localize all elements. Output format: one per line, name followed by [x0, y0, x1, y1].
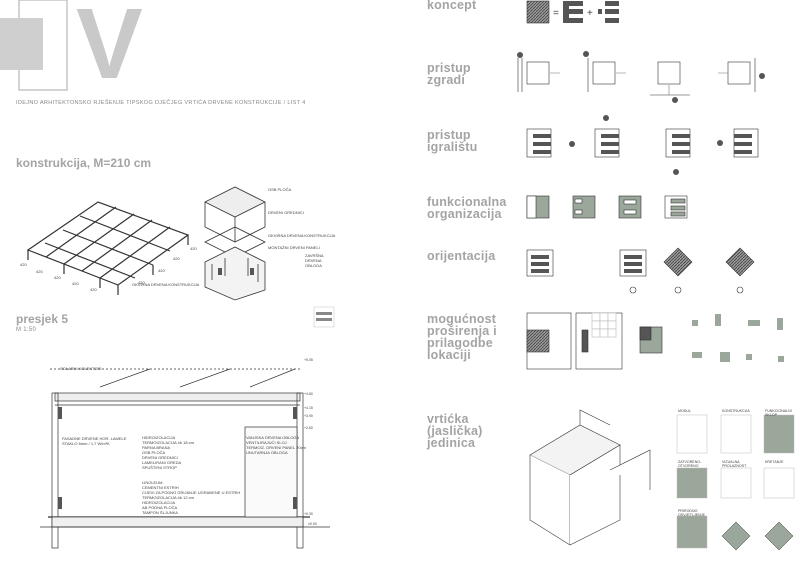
- heading-jedinica-2: (jaslička): [427, 424, 483, 438]
- note-mid-6: LAMELIRANI GREDA: [142, 460, 182, 465]
- note-left-1: FASADNE DRVENE HOR. LAMELE: [62, 436, 127, 441]
- grid-dim-8: 420: [173, 256, 180, 261]
- heading-funkcionalna-2: organizacija: [427, 207, 502, 221]
- note-mid-1: HIDROIZOLACIJA: [142, 435, 176, 440]
- level-3: +4.15: [304, 406, 313, 410]
- section-title: presjek 5: [16, 312, 69, 326]
- heading-jedinica-3: jedinica: [427, 436, 476, 450]
- layer-label-beams: DRVENI GREDNICI: [268, 210, 304, 215]
- construction-grid-drawing: 420 420 420 420 420 420 420 420 420: [20, 201, 197, 295]
- big-letter: V: [76, 0, 143, 100]
- heading-mogucnost-1: mogućnost: [427, 312, 497, 326]
- logo-frame-icon: [0, 0, 68, 91]
- heading-pristup-zgradi-2: zgradi: [427, 73, 466, 87]
- heading-mogucnost-3: prilagodbe: [427, 336, 493, 350]
- level-ground: ±0.00: [308, 522, 317, 526]
- logo-mark: [0, 0, 80, 95]
- level-top: +5.05: [304, 358, 313, 362]
- panel-label-modul: MODUL: [678, 409, 691, 413]
- level-4: +3.90: [304, 414, 313, 418]
- heading-pristup-zgradi: pristup zgradi: [427, 61, 471, 87]
- svg-text:+: +: [587, 8, 593, 19]
- grid-dim-2: 420: [36, 269, 43, 274]
- unit-panels: [676, 414, 795, 551]
- panel-label-funkcionalni: FUNKCIONALNI SKLOP: [765, 409, 792, 417]
- note-mid-4: OSB PLOČA: [142, 450, 166, 455]
- grid-dim-6: 420: [138, 280, 145, 285]
- grid-dim-1: 420: [20, 262, 27, 267]
- koncept-diagram: = +: [526, 0, 619, 24]
- heading-funkcionalna: funkcionalna organizacija: [427, 195, 507, 221]
- note-right-1: VANJSKA DRVENA OBLOGA: [246, 435, 300, 440]
- heading-jedinica: vrtićka (jaslička) jedinica: [427, 412, 483, 450]
- grid-dim-7: 420: [158, 268, 165, 273]
- heading-funkcionalna-1: funkcionalna: [427, 195, 507, 209]
- heading-jedinica-1: vrtićka: [427, 412, 469, 426]
- section-top-label: SOLARNI KOLEKTORI: [60, 366, 102, 371]
- heading-mogucnost-4: lokaciji: [427, 348, 471, 362]
- pristup-igralistu-diagrams: [526, 128, 759, 158]
- section-right-notes: VANJSKA DRVENA OBLOGA VENTILIRAJUĆI SLOJ…: [246, 435, 306, 455]
- panel-label-kretanje: KRETANJE: [765, 460, 784, 464]
- heading-pristup-igralistu-1: pristup: [427, 128, 471, 142]
- note-bot-2: CEMENTNI ESTRIH: [142, 485, 179, 490]
- grid-dim-4: 420: [72, 281, 79, 286]
- note-right-2: VENTILIRAJUĆI SLOJ: [246, 440, 287, 445]
- level-2: +4.60: [304, 392, 313, 396]
- heading-mogucnost-2: proširenja i: [427, 324, 497, 338]
- project-subtitle: IDEJNO ARHITEKTONSKO RJEŠENJE TIPSKOG DJ…: [16, 100, 306, 106]
- note-left-2: STAKLO 6mm / 1,7 W/m²K: [62, 441, 110, 446]
- panel-label-zatvoreno: ZATVORENO-OTVORENO: [678, 460, 702, 468]
- grid-dim-3: 420: [54, 275, 61, 280]
- construction-layers-drawing: [204, 186, 266, 301]
- section-scale: M 1:50: [16, 327, 37, 333]
- diagrams-right: = +: [517, 0, 795, 551]
- panel-label-vizualna: VIZUALNA PROLAZNOST: [722, 460, 747, 468]
- section-mid-notes-bottom: LINOLEUM CEMENTNI ESTRIH CIJEVI ZA PODNO…: [142, 480, 240, 515]
- section-drawing: +5.05 +4.60 +4.15 +3.90 +2.60 +0.30 ±0.0…: [40, 358, 330, 549]
- section-mid-notes-top: HIDROIZOLACIJA TERMOIZOLACIJA 4b 18 cm P…: [142, 435, 194, 470]
- layer-label-cladding: ZAVRŠNA DRVENA OBLOGA: [305, 253, 324, 268]
- svg-text:=: =: [553, 8, 559, 19]
- heading-mogucnost: mogućnost proširenja i prilagodbe lokaci…: [427, 312, 497, 362]
- note-right-4: UNUTARNJA OBLOGA: [246, 450, 288, 455]
- note-bot-5: HIDROIZOLACIJA: [142, 500, 176, 505]
- note-mid-7: SPUŠTENI STROP: [142, 465, 177, 470]
- funkcionalna-diagrams: [526, 195, 688, 219]
- note-bot-7: TAMPON ŠLJUNKA: [142, 510, 178, 515]
- level-5: +2.60: [304, 426, 313, 430]
- pristup-zgradi-diagrams: [517, 58, 756, 96]
- note-bot-1: LINOLEUM: [142, 480, 163, 485]
- mogucnost-diagrams: [526, 312, 663, 370]
- heading-orijentacija: orijentacija: [427, 249, 496, 263]
- heading-pristup-zgradi-1: pristup: [427, 61, 471, 75]
- heading-pristup-igralistu-2: igralištu: [427, 140, 478, 154]
- construction-title: konstrukcija, M=210 cm: [16, 156, 152, 170]
- grid-dim-9: 420: [190, 246, 197, 251]
- heading-koncept: koncept: [427, 0, 477, 12]
- note-bot-6: AB PODNA PLOČA: [142, 505, 178, 510]
- note-bot-3: CIJEVI ZA PODNO GRIJANJE UGRAĐENE U ESTR…: [142, 490, 241, 495]
- panel-label-konstrukcija: KONSTRUKCIJA: [722, 409, 750, 413]
- section-left-notes: FASADNE DRVENE HOR. LAMELE STAKLO 6mm / …: [62, 436, 126, 446]
- jedinica-isometric: [529, 409, 651, 546]
- heading-pristup-igralistu: pristup igralištu: [427, 128, 478, 154]
- layer-label-panels: MONTAŽNI DRVENI PANELI: [268, 245, 320, 250]
- note-bot-4: TERMOIZOLACIJA 4b 12 cm: [142, 495, 195, 500]
- grid-caption: OKVIRNA DRVENA KONSTRUKCIJA: [132, 282, 200, 287]
- layer-label-osb: OSB PLOČA: [268, 187, 292, 192]
- section-key-icon: [313, 306, 335, 328]
- grid-dim-5: 420: [90, 287, 97, 292]
- note-mid-2: TERMOIZOLACIJA 4b 18 cm: [142, 440, 195, 445]
- note-mid-3: PARNA BRANA: [142, 445, 171, 450]
- panel-label-osvjetljenje: PRIRODNO OSVJETLJENJE: [678, 509, 705, 517]
- level-6: +0.30: [304, 512, 313, 516]
- note-mid-5: DRVENI GREDNICI: [142, 455, 178, 460]
- note-right-3: TERMOIZ. DRVENI PANEL 20cm: [246, 445, 306, 450]
- layer-label-frame: OKVIRNA DRVENA KONSTRUKCIJA: [268, 233, 336, 238]
